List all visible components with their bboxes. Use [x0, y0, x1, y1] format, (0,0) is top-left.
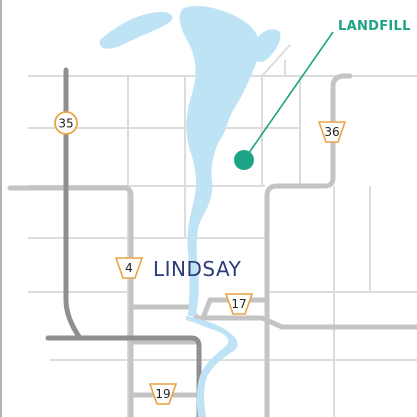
- route-17-label: 17: [231, 297, 246, 311]
- route-36-shield: 36: [317, 121, 347, 143]
- river: [186, 316, 238, 417]
- lake-west-arm: [99, 11, 173, 49]
- route-36-label: 36: [324, 125, 339, 139]
- lake-east-arm: [251, 29, 281, 63]
- route-17-shield: 17: [224, 293, 254, 315]
- route-4-label: 4: [125, 261, 133, 275]
- water: [99, 5, 281, 417]
- route-19-shield: 19: [148, 383, 178, 405]
- route-35-shield: 35: [54, 111, 78, 135]
- landfill-leader-line: [243, 31, 334, 161]
- major-roads: [7, 73, 417, 417]
- route-4-shield: 4: [114, 257, 144, 279]
- lake: [179, 5, 260, 317]
- main-roads: [45, 67, 202, 417]
- route-35-label: 35: [58, 117, 73, 131]
- route-19-label: 19: [155, 387, 170, 401]
- town-label: LINDSAY: [153, 257, 242, 281]
- landfill-label: LANDFILL: [338, 19, 411, 34]
- landfill-marker: [234, 150, 254, 170]
